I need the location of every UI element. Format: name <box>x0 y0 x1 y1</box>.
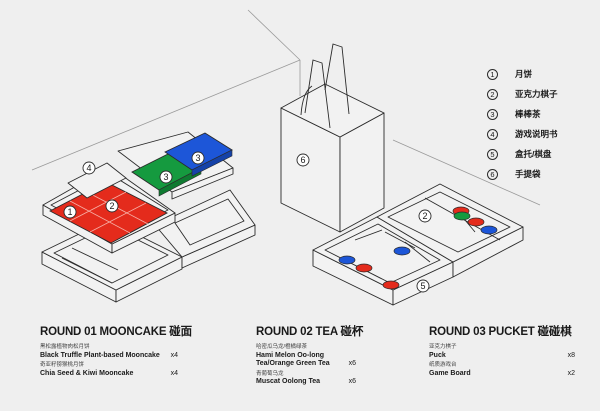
round-title: ROUND 03 PUCKET 碰碰棋 <box>429 326 572 338</box>
background-perspective-lines <box>31 9 541 206</box>
item-english-name: Muscat Oolong Tea <box>256 378 321 385</box>
callout-2: 2 <box>105 199 119 213</box>
legend-item: 4 游戏说明书 <box>487 124 592 144</box>
item-english-name: Puck <box>429 351 446 359</box>
svg-text:2: 2 <box>109 201 114 211</box>
callout-5: 5 <box>416 279 430 293</box>
callout-3b: 3 <box>191 151 205 165</box>
list-item: 黑松露植物肉松月饼 Black Truffle Plant-based Moon… <box>40 343 178 360</box>
item-quantity: x8 <box>567 351 575 359</box>
list-item: 亚克力棋子 Puck x8 <box>429 343 575 360</box>
legend-label: 游戏说明书 <box>515 129 558 139</box>
item-chinese-name: 亚克力棋子 <box>429 344 457 350</box>
item-english-name: Hami Melon Oo-long Tea/Orange Green Tea <box>256 351 330 368</box>
item-quantity: x4 <box>170 351 178 359</box>
item-chinese-name: 奇亚籽猕猴桃月饼 <box>40 362 85 368</box>
list-item: 青葡萄乌龙 Muscat Oolong Tea x6 <box>256 370 356 387</box>
callout-4: 4 <box>82 161 96 175</box>
legend-label: 棒棒茶 <box>515 109 541 119</box>
item-english-name: Chia Seed & Kiwi Mooncake <box>40 369 134 377</box>
legend-number: 4 <box>487 128 498 140</box>
legend-label: 盒托/棋盘 <box>515 149 552 159</box>
callout-2b: 2 <box>418 209 432 223</box>
legend-item: 1 月饼 <box>487 64 592 84</box>
legend-number: 2 <box>487 88 498 100</box>
legend-item: 2 亚克力棋子 <box>487 84 592 104</box>
list-item: 纸质游戏台 Game Board x2 <box>429 361 575 378</box>
legend-item: 5 盒托/棋盘 <box>487 144 592 164</box>
item-chinese-name: 黑松露植物肉松月饼 <box>40 344 90 350</box>
item-chinese-name: 纸质游戏台 <box>429 362 457 368</box>
svg-text:5: 5 <box>420 281 425 291</box>
item-quantity: x2 <box>567 369 575 377</box>
round-title: ROUND 01 MOONCAKE 碰面 <box>40 326 192 338</box>
legend-label: 手提袋 <box>515 169 541 179</box>
callout-6: 6 <box>296 153 310 167</box>
round-01-section: ROUND 01 MOONCAKE 碰面 黑松露植物肉松月饼 Black Tru… <box>40 323 192 379</box>
list-item: 奇亚籽猕猴桃月饼 Chia Seed & Kiwi Mooncake x4 <box>40 361 178 378</box>
svg-text:4: 4 <box>86 163 91 173</box>
svg-text:6: 6 <box>300 155 305 165</box>
item-quantity: x4 <box>170 369 178 377</box>
legend: 1 月饼 2 亚克力棋子 3 棒棒茶 4 游戏说明书 5 盒托/棋盘 6 手提袋 <box>487 64 592 184</box>
legend-number: 3 <box>487 108 498 120</box>
legend-label: 亚克力棋子 <box>515 89 558 99</box>
list-item: 哈密瓜乌龙/橙橘绿茶 Hami Melon Oo-long Tea/Orange… <box>256 343 356 369</box>
svg-text:3: 3 <box>195 153 200 163</box>
shopping-bag <box>280 43 385 233</box>
item-chinese-name: 青葡萄乌龙 <box>256 370 284 377</box>
svg-text:1: 1 <box>67 207 72 217</box>
item-quantity: x6 <box>348 360 356 367</box>
item-english-name: Game Board <box>429 369 471 377</box>
round-title: ROUND 02 TEA 碰杯 <box>256 326 364 338</box>
mooncake-box: 1 2 3 3 4 <box>41 131 256 303</box>
callout-3: 3 <box>159 170 173 184</box>
legend-number: 5 <box>487 148 498 160</box>
round-03-section: ROUND 03 PUCKET 碰碰棋 亚克力棋子 Puck x8 纸质游戏台 … <box>429 323 575 379</box>
item-chinese-name: 哈密瓜乌龙/橙橘绿茶 <box>256 344 308 350</box>
svg-text:2: 2 <box>422 211 427 221</box>
pucket-game-box: 2 5 <box>312 183 524 306</box>
callout-1: 1 <box>63 205 77 219</box>
legend-item: 3 棒棒茶 <box>487 104 592 124</box>
item-english-name: Black Truffle Plant-based Mooncake <box>40 351 160 359</box>
round-02-section: ROUND 02 TEA 碰杯 哈密瓜乌龙/橙橘绿茶 Hami Melon Oo… <box>256 323 364 388</box>
legend-item: 6 手提袋 <box>487 164 592 184</box>
legend-label: 月饼 <box>515 69 533 79</box>
legend-number: 6 <box>487 168 498 180</box>
item-quantity: x6 <box>348 378 356 385</box>
legend-number: 1 <box>487 68 498 80</box>
svg-text:3: 3 <box>163 172 168 182</box>
